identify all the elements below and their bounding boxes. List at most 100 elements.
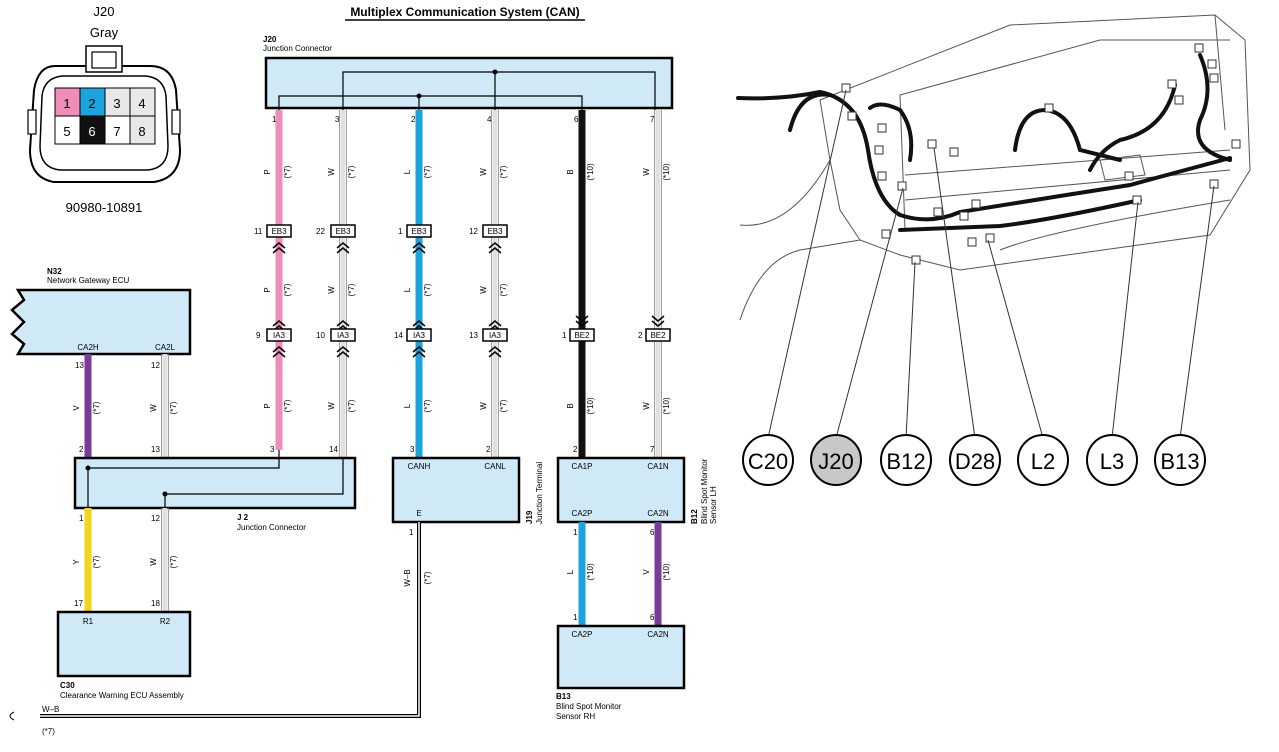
b13-name-1: Blind Spot Monitor bbox=[556, 702, 622, 711]
ia3-label-4: IA3 bbox=[489, 331, 502, 340]
connector-code: J20 bbox=[94, 4, 115, 19]
wire-label-wb-2: W–B bbox=[42, 705, 59, 714]
b12-pin-2-num: 2 bbox=[573, 445, 578, 454]
callout-l3-label: L3 bbox=[1100, 449, 1124, 474]
wire-note-1: (*7) bbox=[283, 165, 292, 178]
pin-8-label: 8 bbox=[138, 124, 145, 139]
j20-pin-7: 7 bbox=[650, 115, 655, 124]
j2-bot-pin-1: 1 bbox=[79, 514, 84, 523]
wire-note-15: (*10) bbox=[586, 397, 595, 415]
pin-6-label: 6 bbox=[88, 124, 95, 139]
b13-top-pin-1: 1 bbox=[573, 613, 578, 622]
wire-note-9: (*7) bbox=[423, 283, 432, 296]
be2-pin-2: 2 bbox=[638, 331, 643, 340]
eb3-pin-22: 22 bbox=[316, 227, 325, 236]
pin-7-label: 7 bbox=[113, 124, 120, 139]
c30-pin-18: 18 bbox=[151, 599, 160, 608]
wire-note-12: (*7) bbox=[347, 399, 356, 412]
n32-network-gateway-ecu: N32 Network Gateway ECU CA2H CA2L bbox=[10, 267, 192, 356]
wire-label-l-2: L bbox=[403, 287, 412, 292]
wire-note-2: (*7) bbox=[347, 165, 356, 178]
b12-name-2: Sensor LH bbox=[709, 486, 718, 524]
j2-top-pin-3: 3 bbox=[270, 445, 275, 454]
j20-pin-2: 2 bbox=[411, 115, 416, 124]
wire-note-6: (*10) bbox=[662, 163, 671, 181]
wire-note-7: (*7) bbox=[283, 283, 292, 296]
connector-face-view: J20 Gray 1 2 3 4 5 6 7 8 90980-10891 bbox=[27, 4, 182, 215]
wire-label-v-2: V bbox=[642, 569, 651, 575]
callout-l2-circle bbox=[1017, 434, 1069, 486]
ia3-pin-13: 13 bbox=[469, 331, 478, 340]
j20-pin-3: 3 bbox=[335, 115, 340, 124]
j20-name: Junction Connector bbox=[263, 44, 332, 53]
locator-callouts: C20 J20 B12 D28 L2 L3 B13 bbox=[742, 434, 1206, 486]
wire-label-w-1: W bbox=[327, 168, 336, 176]
wire-note-11: (*7) bbox=[283, 399, 292, 412]
j2-name: Junction Connector bbox=[237, 523, 306, 532]
j20-code: J20 bbox=[263, 35, 277, 44]
wire-label-p-3: P bbox=[263, 403, 272, 408]
wire-label-w-10: W bbox=[149, 558, 158, 566]
callout-c20-label: C20 bbox=[748, 449, 788, 474]
j2-top-pin-13: 13 bbox=[151, 445, 160, 454]
j19-pin-canh: CANH bbox=[408, 462, 431, 471]
n32-wire-pin-13: 13 bbox=[75, 361, 84, 370]
eb3-pin-1: 1 bbox=[398, 227, 403, 236]
wire-label-p-1: P bbox=[263, 169, 272, 174]
pin-7-cell bbox=[104, 115, 131, 145]
ia3-pin-10: 10 bbox=[316, 331, 325, 340]
j19-code: J19 bbox=[525, 510, 534, 524]
wire-note-17: (*7) bbox=[92, 401, 101, 414]
wire-note-4: (*7) bbox=[499, 165, 508, 178]
wire-note-16: (*10) bbox=[662, 397, 671, 415]
wire-note-21: (*7) bbox=[423, 571, 432, 584]
wire-label-w-5: W bbox=[479, 286, 488, 294]
c30-code: C30 bbox=[60, 681, 75, 690]
wire-note-23: (*10) bbox=[586, 563, 595, 581]
pin-3-label: 3 bbox=[113, 96, 120, 111]
wire-label-w-2: W bbox=[479, 168, 488, 176]
wire-label-w-6: W bbox=[327, 402, 336, 410]
wire-note-5: (*10) bbox=[586, 163, 595, 181]
pin-8-cell bbox=[129, 115, 156, 145]
be2-label-1: BE2 bbox=[574, 331, 590, 340]
callout-j20-label: J20 bbox=[818, 449, 853, 474]
j20-pin-6: 6 bbox=[574, 115, 579, 124]
pin-6-cell bbox=[79, 115, 106, 145]
j19-name: Junction Terminal bbox=[535, 462, 544, 524]
b12-pin-ca2n: CA2N bbox=[647, 509, 669, 518]
c30-clearance-warning-ecu: R1 R2 C30 Clearance Warning ECU Assembly bbox=[56, 610, 192, 700]
c30-pin-r2: R2 bbox=[160, 617, 171, 626]
wire-label-l-3: L bbox=[403, 403, 412, 408]
ia3-label-2: IA3 bbox=[337, 331, 350, 340]
wire-label-w-8: W bbox=[642, 402, 651, 410]
wire-label-b-2: B bbox=[566, 403, 575, 408]
vehicle-rear-locator-drawing bbox=[739, 14, 1251, 321]
wire-label-w-4: W bbox=[327, 286, 336, 294]
j19-ground-pin-1: 1 bbox=[409, 528, 414, 537]
eb3-pin-12: 12 bbox=[469, 227, 478, 236]
wire-note-13: (*7) bbox=[423, 399, 432, 412]
b12-pin-ca1p: CA1P bbox=[572, 462, 593, 471]
eb3-label-4: EB3 bbox=[487, 227, 503, 236]
wire-note-8: (*7) bbox=[347, 283, 356, 296]
n32-name: Network Gateway ECU bbox=[47, 276, 129, 285]
ia3-pin-9: 9 bbox=[256, 331, 261, 340]
callout-leaders bbox=[767, 89, 1215, 439]
j20-pin-1: 1 bbox=[272, 115, 277, 124]
b12-code: B12 bbox=[690, 509, 699, 524]
wire-note-19: (*7) bbox=[92, 555, 101, 568]
wire-harness bbox=[736, 53, 1232, 232]
wire-label-y-1: Y bbox=[72, 559, 81, 565]
wire-label-w-9: W bbox=[149, 404, 158, 412]
wire-note-22: (*7) bbox=[42, 727, 55, 736]
c30-pin-17: 17 bbox=[74, 599, 83, 608]
callout-b13-label: B13 bbox=[1160, 449, 1199, 474]
b12-bot-pin-6: 6 bbox=[650, 528, 655, 537]
j2-top-pin-2: 2 bbox=[79, 445, 84, 454]
callout-b12-circle bbox=[880, 434, 932, 486]
b13-name-2: Sensor RH bbox=[556, 712, 595, 721]
callout-c20-circle bbox=[742, 434, 794, 486]
wire-label-w-3: W bbox=[642, 168, 651, 176]
eb3-label-3: EB3 bbox=[411, 227, 427, 236]
